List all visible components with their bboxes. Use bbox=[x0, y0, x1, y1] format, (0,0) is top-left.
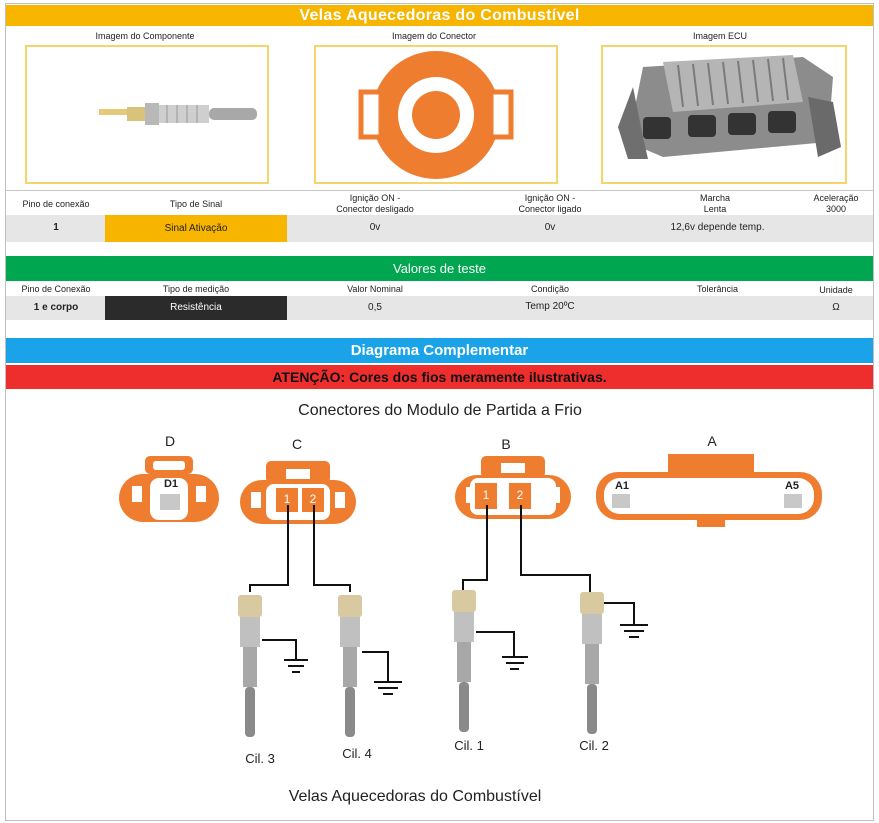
diagram-title: Conectores do Modulo de Partida a Frio bbox=[298, 402, 582, 419]
ground-cil4 bbox=[362, 651, 402, 695]
col-header-ign-on-line1: Ignição ON - bbox=[524, 193, 576, 203]
connector-b-pin2: 2 bbox=[516, 488, 524, 502]
connector-d-pin: D1 bbox=[163, 478, 179, 490]
divider bbox=[6, 190, 873, 191]
connector-a-pin-left: A1 bbox=[614, 480, 630, 492]
test-header-unit: Unidade bbox=[819, 285, 853, 295]
signal-row-type-badge: Sinal Ativação bbox=[105, 215, 287, 242]
col-header-ign-off-line1: Ignição ON - bbox=[349, 193, 401, 203]
ground-cil1 bbox=[476, 631, 528, 670]
connector-b-pin1: 1 bbox=[482, 488, 490, 502]
test-row-measure-badge: Resistência bbox=[105, 296, 287, 320]
test-values-title: Valores de teste bbox=[6, 256, 873, 281]
connector-c bbox=[240, 461, 356, 524]
connector-a-pin-right: A5 bbox=[784, 480, 800, 492]
test-header-condition: Condição bbox=[530, 284, 570, 294]
ecu-image-label: Imagem ECU bbox=[692, 31, 747, 41]
diagram-footer-title: Velas Aquecedoras do Combustível bbox=[288, 788, 542, 805]
ecu-image bbox=[601, 45, 847, 184]
signal-row-ign-on: 0v bbox=[544, 222, 556, 233]
connector-c-pin2: 2 bbox=[309, 492, 317, 506]
connector-image-label: Imagem do Conector bbox=[391, 31, 477, 41]
test-row-condition: Temp 20ºC bbox=[525, 301, 575, 312]
col-header-accel-line2: 3000 bbox=[825, 204, 847, 214]
ground-cil2 bbox=[604, 602, 648, 638]
cylinder-4-label: Cil. 4 bbox=[342, 746, 372, 761]
connector-b bbox=[455, 456, 571, 519]
connector-c-letter: C bbox=[291, 436, 303, 452]
col-header-accel-line1: Aceleração bbox=[813, 193, 859, 203]
test-row-unit: Ω bbox=[832, 302, 840, 313]
col-header-signal-type: Tipo de Sinal bbox=[169, 199, 223, 209]
warning-banner: ATENÇÃO: Cores dos fios meramente ilustr… bbox=[6, 365, 873, 389]
test-header-nominal: Valor Nominal bbox=[347, 284, 403, 294]
glow-plug-cil4 bbox=[338, 595, 362, 737]
connector-image bbox=[314, 45, 558, 184]
wires-c bbox=[249, 505, 351, 592]
ecu-photo bbox=[618, 55, 841, 159]
cylinder-3-label: Cil. 3 bbox=[245, 751, 275, 766]
col-header-ign-on-line2: Conector ligado bbox=[518, 204, 582, 214]
diagram-section-title: Diagrama Complementar bbox=[6, 338, 873, 363]
glow-plug-photo bbox=[99, 103, 257, 125]
glow-plug-cil1 bbox=[452, 590, 476, 732]
page-title: Velas Aquecedoras do Combustível bbox=[6, 5, 873, 26]
test-row-pin: 1 e corpo bbox=[33, 302, 79, 313]
component-image bbox=[25, 45, 269, 184]
connector-drawing bbox=[358, 51, 514, 179]
test-row-nominal: 0,5 bbox=[368, 302, 382, 313]
glow-plug-cil3 bbox=[238, 595, 262, 737]
signal-row-ign-off: 0v bbox=[369, 222, 381, 233]
test-header-pin: Pino de Conexão bbox=[21, 284, 91, 294]
page-frame bbox=[5, 3, 874, 821]
cylinder-2-label: Cil. 2 bbox=[579, 738, 609, 753]
ground-cil3 bbox=[262, 639, 308, 673]
connector-d bbox=[119, 456, 219, 522]
cylinder-1-label: Cil. 1 bbox=[454, 738, 484, 753]
component-image-label: Imagem do Componente bbox=[95, 31, 195, 41]
connector-a-letter: A bbox=[707, 433, 717, 449]
connector-b-letter: B bbox=[501, 436, 511, 452]
col-header-ign-off-line2: Conector desligado bbox=[336, 204, 414, 214]
col-header-pin: Pino de conexão bbox=[22, 199, 90, 209]
test-header-tolerance: Tolerância bbox=[696, 284, 739, 294]
test-header-measure-type: Tipo de medição bbox=[162, 284, 230, 294]
signal-row-idle: 12,6v depende temp. bbox=[670, 222, 765, 233]
connector-c-pin1: 1 bbox=[283, 492, 291, 506]
signal-row-pin: 1 bbox=[53, 222, 59, 233]
connector-a bbox=[596, 454, 822, 527]
glow-plug-cil2 bbox=[580, 592, 604, 734]
col-header-idle-line2: Lenta bbox=[703, 204, 727, 214]
connector-d-letter: D bbox=[164, 433, 176, 449]
col-header-idle-line1: Marcha bbox=[699, 193, 730, 203]
wires-b bbox=[462, 505, 591, 592]
